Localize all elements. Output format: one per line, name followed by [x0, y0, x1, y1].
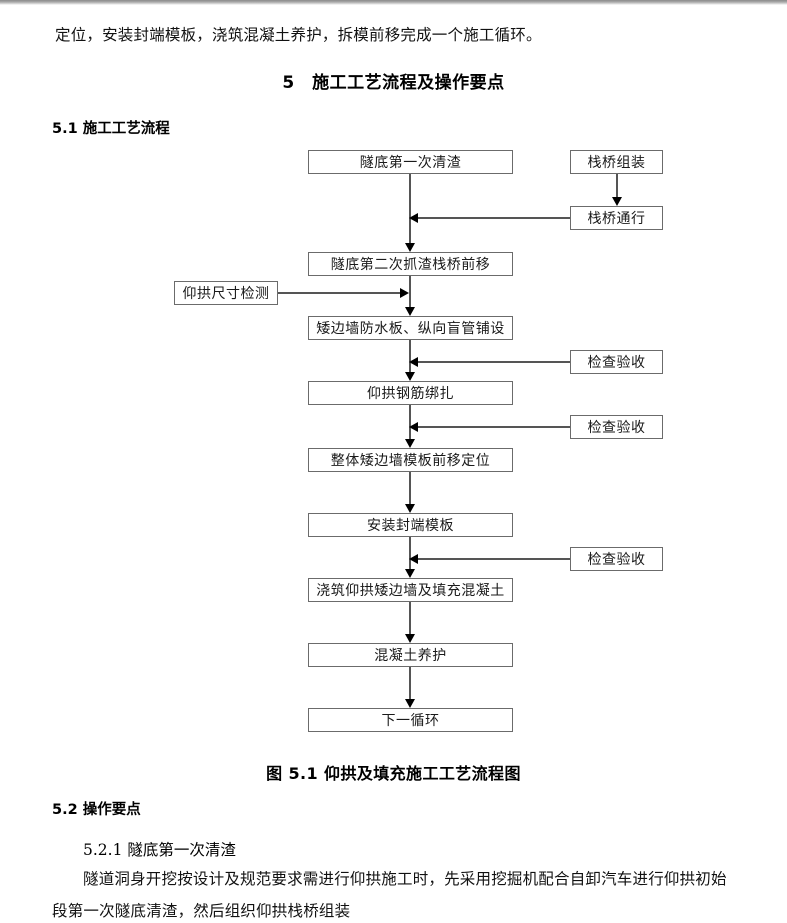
flow-node-concrete-pouring[interactable]: 浇筑仰拱矮边墙及填充混凝土: [308, 578, 513, 602]
connector-node5-to-node6: [409, 472, 411, 505]
arrow-bridge-passage-to-spine: [409, 213, 418, 223]
connector-node6-to-node7: [409, 537, 411, 570]
page-top-band: [0, 0, 787, 5]
arrow-inspection2-to-spine: [409, 422, 418, 432]
subsection-heading-5-2-1: 5.2.1 隧底第一次清渣: [83, 841, 236, 859]
flow-node-second-mucking[interactable]: 隧底第二次抓渣栈桥前移: [308, 252, 513, 276]
connector-node1-to-node2: [409, 174, 411, 244]
connector-inspection3-to-spine: [418, 558, 570, 560]
flow-node-concrete-curing[interactable]: 混凝土养护: [308, 643, 513, 667]
connector-node8-to-node9: [409, 667, 411, 700]
arrow-node8-to-node9: [405, 699, 415, 708]
arrow-node5-to-node6: [405, 504, 415, 513]
arrow-inspection3-to-spine: [409, 554, 418, 564]
arrow-node3-to-node4: [405, 372, 415, 381]
arrow-inspection1-to-spine: [409, 357, 418, 367]
connector-node3-to-node4: [409, 340, 411, 373]
arrow-bridge-assembly-to-passage: [612, 197, 622, 206]
intro-paragraph: 定位，安装封端模板，浇筑混凝土养护，拆模前移完成一个施工循环。: [55, 26, 542, 44]
connector-node7-to-node8: [409, 602, 411, 635]
flow-node-formwork-positioning[interactable]: 整体矮边墙模板前移定位: [308, 448, 513, 472]
flow-node-next-cycle[interactable]: 下一循环: [308, 708, 513, 732]
connector-bridge-assembly-to-passage: [616, 174, 618, 198]
arrow-node2-to-node3: [405, 307, 415, 316]
flow-node-inspection-3[interactable]: 检查验收: [570, 547, 663, 571]
flow-node-waterproof-board[interactable]: 矮边墙防水板、纵向盲管铺设: [308, 316, 513, 340]
flow-node-bridge-assembly[interactable]: 栈桥组装: [570, 150, 663, 174]
connector-dimension-check-to-spine: [278, 292, 401, 294]
arrow-node6-to-node7: [405, 569, 415, 578]
flow-node-bridge-passage[interactable]: 栈桥通行: [570, 206, 663, 230]
flow-node-invert-dimension-check[interactable]: 仰拱尺寸检测: [174, 281, 278, 305]
body-paragraph-line-2: 段第一次隧底清渣，然后组织仰拱栈桥组装: [52, 902, 351, 920]
flow-node-inspection-2[interactable]: 检查验收: [570, 415, 663, 439]
connector-node2-to-node3: [409, 276, 411, 308]
arrow-node7-to-node8: [405, 634, 415, 643]
connector-inspection1-to-spine: [418, 361, 570, 363]
flow-node-inspection-1[interactable]: 检查验收: [570, 350, 663, 374]
flow-node-rebar-binding[interactable]: 仰拱钢筋绑扎: [308, 381, 513, 405]
flow-node-first-mucking[interactable]: 隧底第一次清渣: [308, 150, 513, 174]
connector-inspection2-to-spine: [418, 426, 570, 428]
figure-caption: 图 5.1 仰拱及填充施工工艺流程图: [266, 764, 521, 783]
arrow-node1-to-node2: [405, 243, 415, 252]
body-paragraph-line-1: 隧道洞身开挖按设计及规范要求需进行仰拱施工时，先采用挖掘机配合自卸汽车进行仰拱初…: [83, 870, 727, 888]
connector-bridge-passage-to-spine: [418, 217, 570, 219]
process-flowchart: 隧底第一次清渣 隧底第二次抓渣栈桥前移 矮边墙防水板、纵向盲管铺设 仰拱钢筋绑扎…: [174, 150, 663, 732]
arrow-dimension-check-to-spine: [400, 288, 409, 298]
arrow-node4-to-node5: [405, 439, 415, 448]
section-heading-5-2: 5.2 操作要点: [52, 802, 141, 818]
page-title: 5 施工工艺流程及操作要点: [282, 73, 505, 93]
section-heading-5-1: 5.1 施工工艺流程: [52, 121, 170, 137]
flow-node-end-formwork[interactable]: 安装封端模板: [308, 513, 513, 537]
